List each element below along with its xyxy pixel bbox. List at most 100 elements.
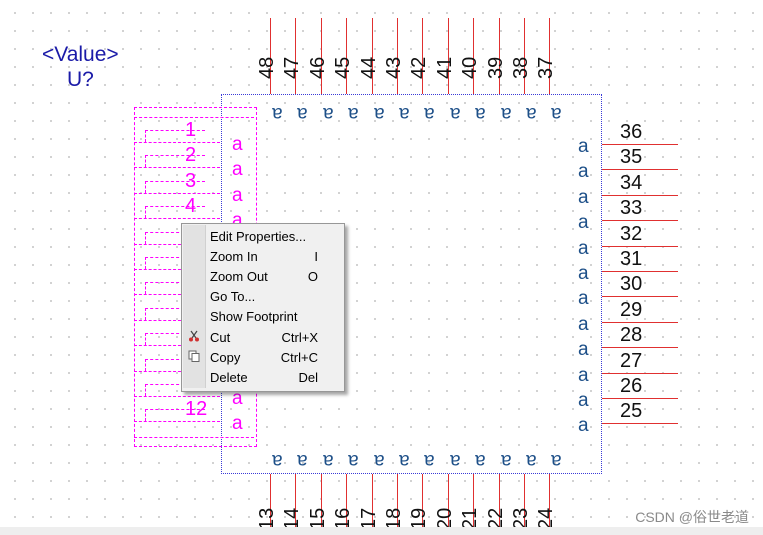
pin-line[interactable] <box>602 271 678 272</box>
pin-line[interactable] <box>549 474 550 527</box>
pin-line[interactable] <box>602 423 678 424</box>
pin-number: 41 <box>434 56 456 79</box>
pin-number: 12 <box>185 398 208 420</box>
pin-line-selected[interactable] <box>134 421 220 422</box>
pin-number: 35 <box>620 146 643 168</box>
menu-item-copy[interactable]: Copy Ctrl+C <box>182 347 344 367</box>
pin-line[interactable] <box>422 474 423 527</box>
pin-name: a <box>501 103 512 124</box>
pin-line[interactable] <box>448 474 449 527</box>
pin-number: 46 <box>307 56 329 79</box>
pin-line[interactable] <box>295 18 296 94</box>
pin-name: a <box>348 103 359 124</box>
pin-name: a <box>348 450 359 471</box>
pin-number: 3 <box>185 170 197 192</box>
pin-line[interactable] <box>270 18 271 94</box>
pin-line[interactable] <box>602 322 678 323</box>
pin-name: a <box>232 210 243 231</box>
pin-line[interactable] <box>602 373 678 374</box>
pin-line[interactable] <box>346 18 347 94</box>
pin-number: 37 <box>535 56 557 79</box>
pin-line[interactable] <box>602 246 678 247</box>
pin-line[interactable] <box>602 220 678 221</box>
pin-name: a <box>578 161 589 182</box>
pin-number: 25 <box>620 400 643 422</box>
menu-item-go-to[interactable]: Go To... <box>182 286 344 306</box>
pin-line[interactable] <box>524 474 525 527</box>
pin-name: a <box>297 450 308 471</box>
pin-number: 44 <box>358 56 380 79</box>
pin-number: 31 <box>620 248 643 270</box>
pin-line[interactable] <box>321 474 322 527</box>
pin-line-selected[interactable] <box>134 294 220 295</box>
component-reference-label[interactable]: U? <box>67 68 94 91</box>
pin-line[interactable] <box>473 474 474 527</box>
pin-line-selected[interactable] <box>134 218 220 219</box>
pin-line[interactable] <box>602 347 678 348</box>
pin-line[interactable] <box>397 18 398 94</box>
pin-line[interactable] <box>602 169 678 170</box>
pin-line-selected[interactable] <box>134 167 220 168</box>
pin-line[interactable] <box>499 474 500 527</box>
pin-line-selected-tick <box>145 384 146 396</box>
menu-item-show-footprint[interactable]: Show Footprint <box>182 306 344 326</box>
pin-line-selected[interactable] <box>134 244 220 245</box>
pin-name: a <box>450 450 461 471</box>
pin-line-selected[interactable] <box>134 345 220 346</box>
pin-line[interactable] <box>602 398 678 399</box>
pin-line-selected-tick <box>145 232 146 244</box>
pin-line[interactable] <box>602 144 678 145</box>
pin-line[interactable] <box>270 474 271 527</box>
pin-name: a <box>424 103 435 124</box>
pin-line-selected[interactable] <box>134 142 220 143</box>
menu-item-delete[interactable]: Delete Del <box>182 367 344 387</box>
pin-number: 42 <box>408 56 430 79</box>
pin-line[interactable] <box>397 474 398 527</box>
pin-line-selected[interactable] <box>134 320 220 321</box>
pin-line-selected[interactable] <box>134 396 220 397</box>
pin-line-selected[interactable] <box>134 371 220 372</box>
pin-line-selected-inner <box>145 308 205 309</box>
component-value-label[interactable]: <Value> <box>42 43 119 66</box>
menu-item-label: Cut <box>210 330 231 345</box>
pin-number: 4 <box>185 195 197 217</box>
pin-line[interactable] <box>524 18 525 94</box>
pin-line[interactable] <box>295 474 296 527</box>
pin-line[interactable] <box>602 296 678 297</box>
pin-line-selected-inner <box>145 130 205 131</box>
menu-item-zoom-in[interactable]: Zoom In I <box>182 246 344 266</box>
pin-number: 27 <box>620 350 643 372</box>
pin-number: 38 <box>510 56 532 79</box>
menu-item-cut[interactable]: Cut Ctrl+X <box>182 327 344 347</box>
pin-line-selected-inner <box>145 257 205 258</box>
pin-name: a <box>578 263 589 284</box>
menu-item-label: Zoom In <box>210 249 258 264</box>
menu-item-shortcut: O <box>307 269 318 284</box>
pin-line-selected[interactable] <box>134 269 220 270</box>
pin-line-selected-tick <box>145 282 146 294</box>
menu-item-edit-properties[interactable]: Edit Properties... <box>182 226 344 246</box>
pin-line-selected-tick <box>145 155 146 167</box>
pin-line[interactable] <box>372 474 373 527</box>
pin-line[interactable] <box>372 18 373 94</box>
pin-line[interactable] <box>602 195 678 196</box>
pin-number: 29 <box>620 299 643 321</box>
pin-name: a <box>578 365 589 386</box>
pin-line-selected-inner <box>145 206 205 207</box>
pin-line-selected[interactable] <box>134 193 220 194</box>
pin-name: a <box>578 390 589 411</box>
pin-line[interactable] <box>473 18 474 94</box>
pin-name: a <box>475 450 486 471</box>
menu-item-zoom-out[interactable]: Zoom Out O <box>182 266 344 286</box>
pin-line[interactable] <box>422 18 423 94</box>
pin-line[interactable] <box>499 18 500 94</box>
pin-line[interactable] <box>448 18 449 94</box>
pin-name: a <box>578 187 589 208</box>
pin-line-selected <box>134 117 254 118</box>
pin-line[interactable] <box>549 18 550 94</box>
pin-name: a <box>297 103 308 124</box>
pin-line[interactable] <box>346 474 347 527</box>
pin-name: a <box>475 103 486 124</box>
pin-line[interactable] <box>321 18 322 94</box>
